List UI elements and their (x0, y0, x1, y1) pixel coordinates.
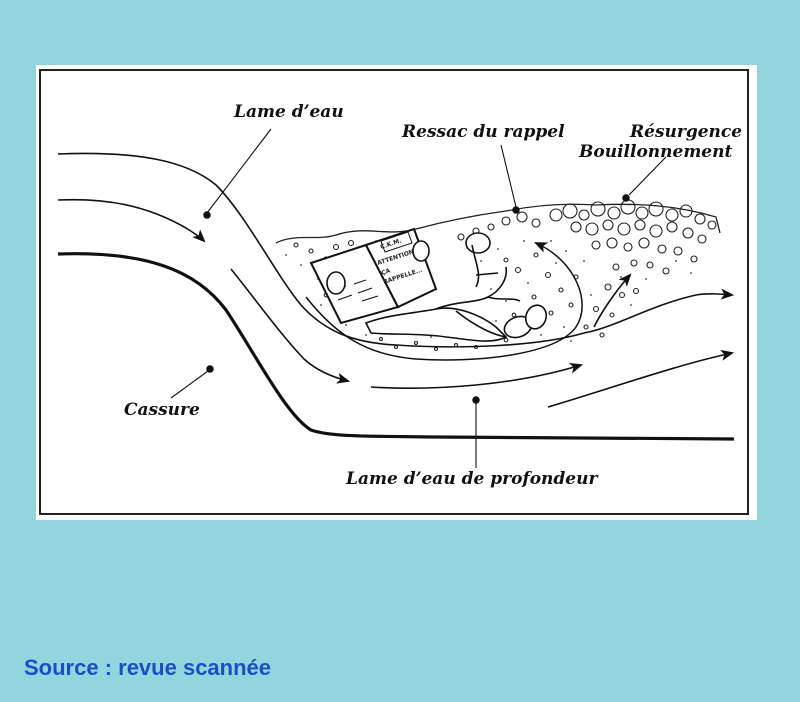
newspaper-line-2: ÇA (380, 267, 391, 277)
label-cassure: Cassure (124, 400, 200, 420)
hydraulic-diagram: C.K.M. ATTENTION ÇA RAPPELLE... Lame d’e… (39, 69, 749, 515)
label-resurgence: Résurgence (629, 122, 742, 142)
label-lame-eau: Lame d’eau (233, 102, 344, 122)
recirculation-loop (305, 242, 583, 361)
label-bouillonnement: Bouillonnement (578, 142, 732, 162)
label-lame-eau-profondeur: Lame d’eau de profondeur (345, 469, 598, 489)
flow-arrow-right-bottom (547, 349, 735, 408)
label-leaders (170, 128, 667, 468)
flow-arrow-upper-left (57, 198, 206, 243)
flow-arrow-right-top (583, 288, 735, 334)
flow-arrow-deep (370, 362, 584, 389)
surface-line-top (57, 152, 585, 348)
cartoon-reader (309, 227, 548, 342)
figure-frame (39, 69, 749, 515)
foam-bubbles (275, 199, 721, 352)
source-caption: Source : revue scannée (24, 655, 272, 680)
flow-arrow-upwelling (593, 273, 632, 328)
label-ressac-rappel: Ressac du rappel (401, 122, 565, 142)
riverbed-line (57, 252, 735, 441)
flow-arrow-left-mid (230, 268, 351, 384)
diagram-figure: C.K.M. ATTENTION ÇA RAPPELLE... Lame d’e… (36, 65, 757, 520)
